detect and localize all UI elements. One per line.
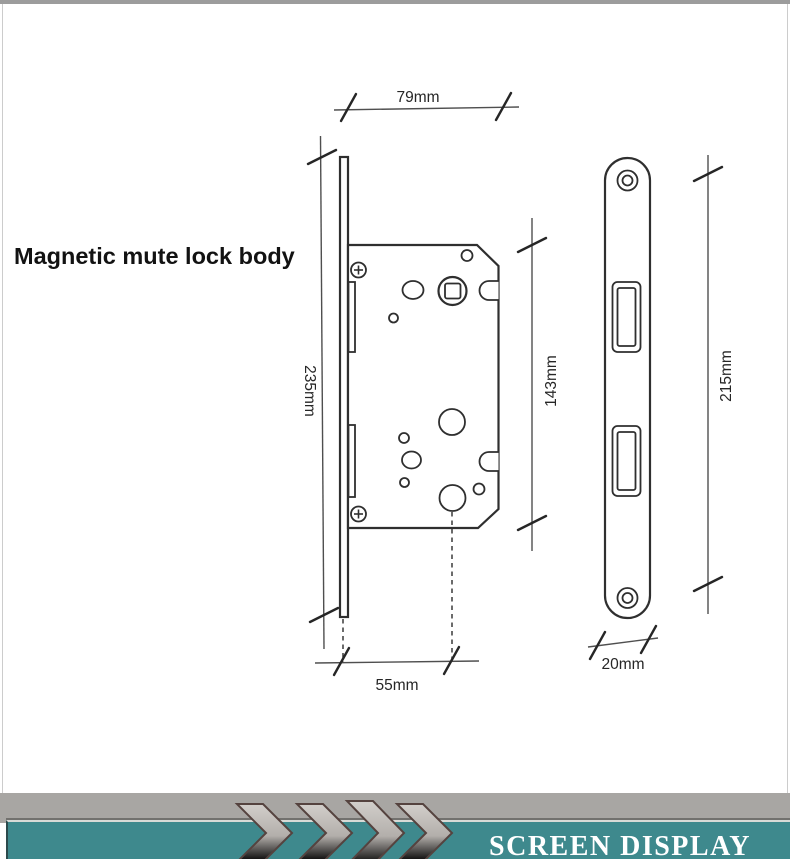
strike-slot-upper (611, 281, 642, 353)
edge-notch-lower (478, 451, 499, 472)
product-title: Magnetic mute lock body (14, 243, 295, 269)
hole-oval-upper (401, 280, 425, 300)
hole-oval-lower (401, 450, 422, 470)
dimension-strike-width: 20mm (587, 624, 659, 673)
dimension-top-width: 79mm (333, 89, 520, 123)
hole-small-left (398, 432, 410, 444)
chevron-3 (344, 800, 406, 859)
strike-plate (603, 156, 652, 620)
hole-small-mid (388, 312, 399, 324)
lock-body (346, 243, 500, 530)
strike-slot-lower (611, 425, 642, 497)
dimension-backset: 55mm (314, 512, 480, 694)
edge-notch-upper (478, 280, 499, 301)
magnet-bolt (347, 424, 356, 498)
latch-bolt (347, 281, 356, 353)
dim-label-79mm: 79mm (396, 89, 439, 106)
chevron-arrows-icon (234, 800, 454, 859)
dimension-faceplate-height: 235mm (301, 135, 340, 650)
screw-icon-bottom (350, 505, 367, 523)
dim-label-20mm: 20mm (601, 656, 644, 673)
top-border-strip (0, 0, 790, 4)
right-border (787, 4, 788, 795)
strike-screw-hole-bottom (616, 587, 639, 609)
hole-large-upper (438, 408, 466, 436)
hole-small-right (472, 482, 486, 496)
dim-label-235mm: 235mm (301, 365, 318, 417)
chevron-1 (234, 803, 294, 859)
dimension-strike-height: 215mm (692, 155, 735, 614)
spindle-hole (437, 275, 468, 307)
bottom-gray-band (0, 793, 790, 823)
dim-label-143mm: 143mm (543, 355, 560, 407)
chevron-2 (294, 803, 354, 859)
strike-screw-hole-top (616, 169, 639, 192)
chevron-4 (394, 803, 454, 859)
dimension-body-height: 143mm (516, 218, 560, 551)
left-border (2, 4, 3, 795)
screw-icon-top (350, 261, 367, 279)
lock-faceplate (338, 155, 350, 619)
dim-label-215mm: 215mm (718, 350, 735, 402)
dim-label-55mm: 55mm (375, 677, 418, 694)
technical-drawing: 79mm 235mm (301, 89, 735, 694)
hole-small-topright (460, 249, 474, 262)
banner-title: SCREEN DISPLAY (489, 831, 751, 859)
hole-small-lower (399, 477, 410, 488)
hole-large-lower (438, 484, 467, 512)
